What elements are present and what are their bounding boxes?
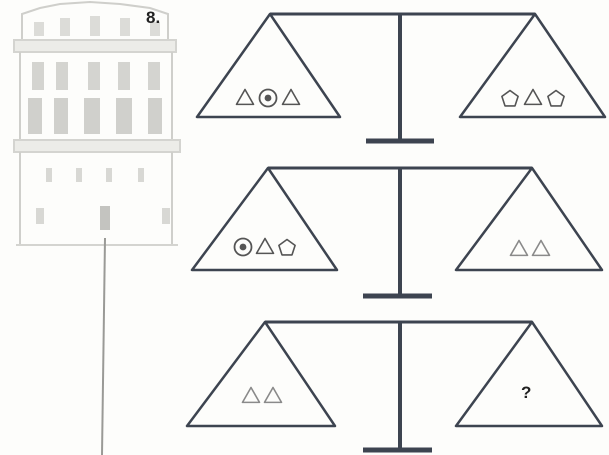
question-mark: ? — [521, 383, 531, 403]
scale-1 — [197, 14, 605, 141]
tower-pole-line — [102, 238, 105, 455]
scale-2-right-pan — [456, 168, 602, 270]
scale-3-right-pan — [456, 322, 602, 426]
tower-illustration — [14, 2, 180, 245]
scale-2 — [192, 168, 602, 296]
problem-number: 8. — [146, 8, 160, 28]
scale-2-left-pan — [192, 168, 337, 270]
scale-3 — [187, 322, 602, 450]
scale-1-right-pan — [460, 14, 605, 117]
scale-3-left-pan — [187, 322, 335, 426]
scale-1-left-pan — [197, 14, 340, 117]
